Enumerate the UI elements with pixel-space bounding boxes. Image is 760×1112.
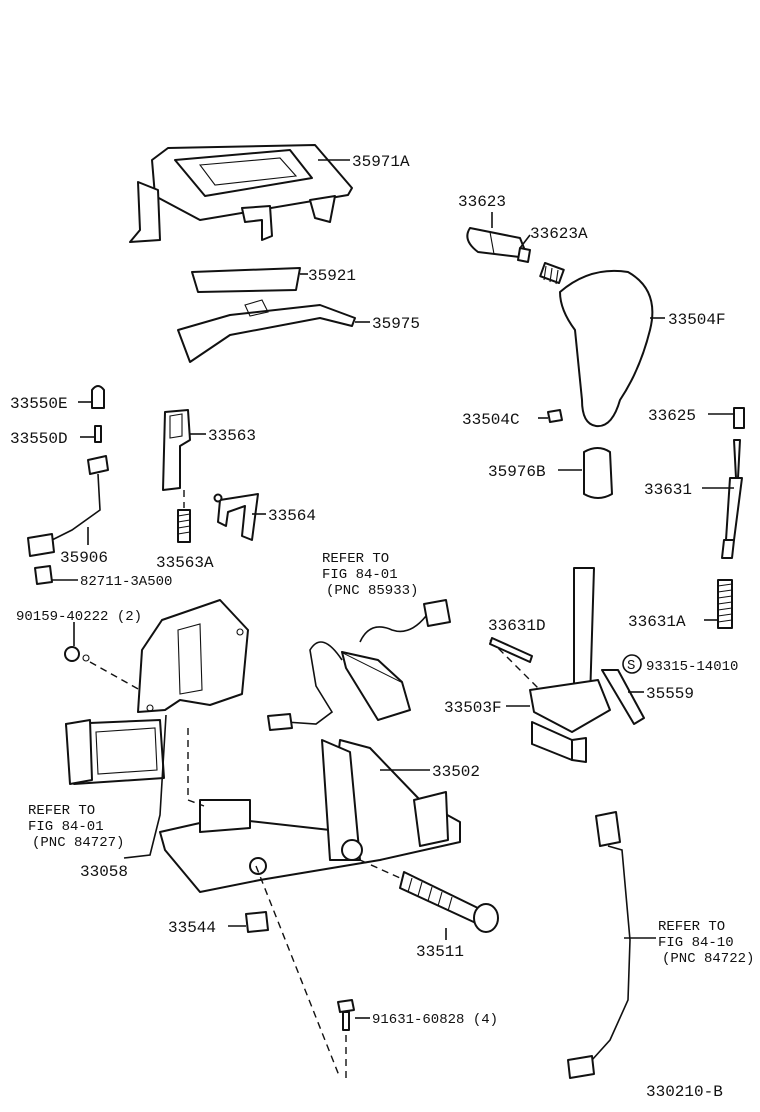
label-33631D: 33631D — [488, 617, 546, 635]
part-35971A-bezel — [129, 144, 353, 243]
label-33502: 33502 — [432, 763, 480, 781]
part-33503F-lever — [529, 567, 611, 763]
part-35976B-boot — [558, 447, 613, 499]
label-91631-60828: 91631-60828 (4) — [372, 1012, 498, 1028]
label-35975: 35975 — [372, 315, 420, 333]
part-33563-bracket — [162, 409, 191, 491]
label-33631A: 33631A — [628, 613, 686, 631]
label-33058: 33058 — [80, 863, 128, 881]
label-35906: 35906 — [60, 549, 108, 567]
part-bracket — [137, 599, 249, 713]
part-33550E-bulb — [91, 385, 105, 409]
part-refer-85933-switch — [267, 599, 451, 731]
label-33564: 33564 — [268, 507, 316, 525]
part-33550D-bulb — [94, 425, 102, 443]
label-33550E: 33550E — [10, 395, 68, 413]
label-33563A: 33563A — [156, 554, 214, 572]
part-33625-button — [708, 407, 745, 429]
label-33550D: 33550D — [10, 430, 68, 448]
label-33503F: 33503F — [444, 699, 502, 717]
s-mark-circle — [622, 654, 642, 674]
part-33504C-screw — [538, 409, 563, 423]
part-35559-link — [601, 669, 645, 725]
part-33564-lever — [213, 493, 259, 541]
part-90159-bolt — [64, 646, 80, 662]
label-82711-3A500: 82711-3A500 — [80, 574, 172, 590]
label-33504F: 33504F — [668, 311, 726, 329]
label-35921: 35921 — [308, 267, 356, 285]
part-33631A-spring — [717, 579, 733, 629]
ref3-line3: (PNC 84722) — [662, 951, 754, 967]
part-33623-switch — [466, 212, 531, 263]
label-90159-40222: 90159-40222 (2) — [16, 609, 142, 625]
ref1-line2: FIG 84-01 — [322, 567, 398, 583]
part-35975-sheet — [177, 304, 356, 363]
ref1-line1: REFER TO — [322, 551, 389, 567]
label-33511: 33511 — [416, 943, 464, 961]
ref2-line2: FIG 84-01 — [28, 819, 104, 835]
part-35906-wire — [27, 455, 109, 557]
ref3-line2: FIG 84-10 — [658, 935, 734, 951]
label-33623A: 33623A — [530, 225, 588, 243]
part-refer-84722-cable — [567, 811, 631, 1079]
ref2-line1: REFER TO — [28, 803, 95, 819]
label-93315-14010: 93315-14010 — [646, 659, 738, 675]
label-35976B: 35976B — [488, 463, 546, 481]
part-33511-pin — [399, 871, 499, 933]
ref2-line3: (PNC 84727) — [32, 835, 124, 851]
diagram-code: 330210-B — [646, 1083, 723, 1101]
label-33544: 33544 — [168, 919, 216, 937]
label-35559: 35559 — [646, 685, 694, 703]
part-33563A-spring — [177, 509, 191, 543]
part-33504F-knob — [559, 269, 665, 428]
label-33504C: 33504C — [462, 411, 520, 429]
part-33631D-pin — [489, 637, 533, 663]
part-33058-indicator — [65, 719, 165, 785]
part-91631-bolt — [337, 999, 355, 1031]
label-35971A: 35971A — [352, 153, 410, 171]
ref3-line1: REFER TO — [658, 919, 725, 935]
part-33544-bushing — [245, 911, 269, 933]
s-mark: S — [627, 658, 635, 674]
part-33623A-spring — [539, 262, 565, 285]
label-33631: 33631 — [644, 481, 692, 499]
label-33563: 33563 — [208, 427, 256, 445]
part-33502-housing — [159, 739, 461, 893]
part-35921-plate — [191, 267, 301, 293]
part-33631-rod — [702, 439, 743, 559]
part-82711-clip — [34, 565, 53, 585]
label-33625: 33625 — [648, 407, 696, 425]
ref1-line3: (PNC 85933) — [326, 583, 418, 599]
label-33623: 33623 — [458, 193, 506, 211]
